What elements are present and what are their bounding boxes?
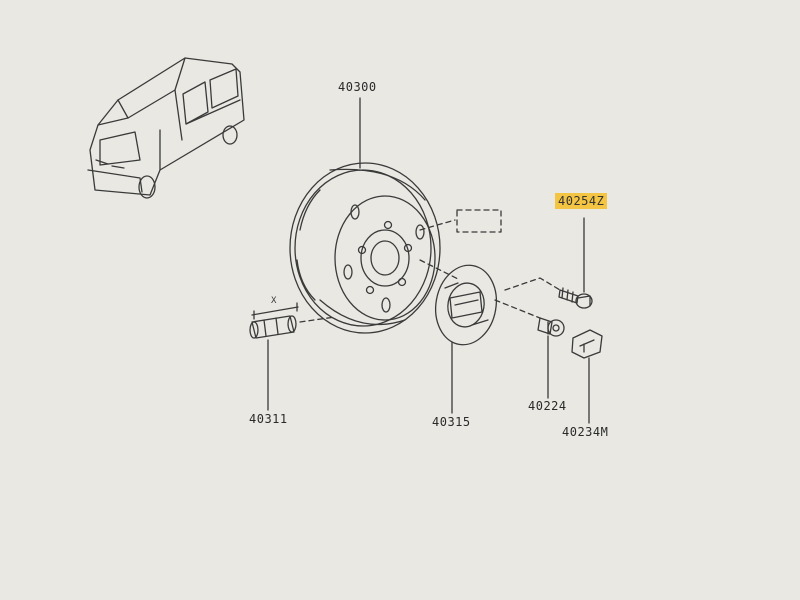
leader-lines: [267, 97, 590, 424]
van-illustration: [87, 57, 245, 199]
wheel-nut-drawing: [537, 317, 565, 337]
label-40315: 40315: [432, 415, 471, 429]
wheel-nut-cap-drawing: [571, 329, 603, 359]
valve-dimension-label: X: [271, 296, 277, 306]
wheel-rim-drawing: [289, 162, 502, 334]
label-40234M: 40234M: [562, 425, 609, 439]
tire-valve-drawing: [249, 302, 336, 339]
label-40311: 40311: [249, 412, 288, 426]
label-40224: 40224: [528, 399, 567, 413]
hub-cap-drawing: [435, 264, 497, 346]
assembly-lines: [419, 259, 561, 319]
label-40300: 40300: [338, 80, 377, 94]
wheel-bolt-drawing: [558, 287, 593, 309]
label-40254Z: 40254Z: [555, 193, 608, 209]
